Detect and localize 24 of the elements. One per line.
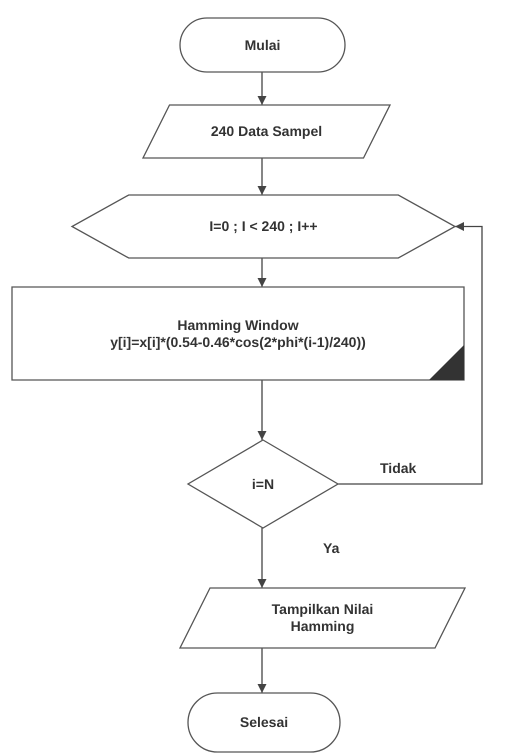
arrow bbox=[257, 528, 267, 588]
arrow bbox=[257, 380, 267, 440]
arrow bbox=[257, 72, 267, 105]
arrow bbox=[338, 222, 483, 485]
node-label: Tampilkan Nilai Hamming bbox=[270, 601, 374, 635]
node-label: Hamming Window bbox=[177, 316, 299, 334]
arrow bbox=[257, 158, 267, 195]
node-label: y[i]=x[i]*(0.54-0.46*cos(2*phi*(i-1)/240)) bbox=[110, 334, 366, 350]
node-label: Selesai bbox=[240, 714, 288, 731]
node-label: Mulai bbox=[244, 36, 280, 54]
input-output-parallelogram bbox=[180, 588, 465, 648]
terminator-shape bbox=[180, 18, 345, 72]
process-box bbox=[12, 287, 464, 380]
arrow bbox=[257, 648, 267, 693]
edge-label: Tidak bbox=[378, 460, 418, 476]
decision-diamond bbox=[188, 440, 338, 528]
terminator-shape bbox=[188, 693, 340, 752]
loop-hexagon bbox=[72, 195, 455, 258]
node-label: i=N bbox=[252, 476, 274, 492]
edge-label: Ya bbox=[321, 540, 342, 556]
input-output-parallelogram bbox=[143, 105, 390, 158]
arrow bbox=[257, 258, 267, 287]
node-label: I=0 ; I < 240 ; I++ bbox=[209, 218, 318, 235]
node-label: 240 Data Sampel bbox=[210, 123, 322, 140]
